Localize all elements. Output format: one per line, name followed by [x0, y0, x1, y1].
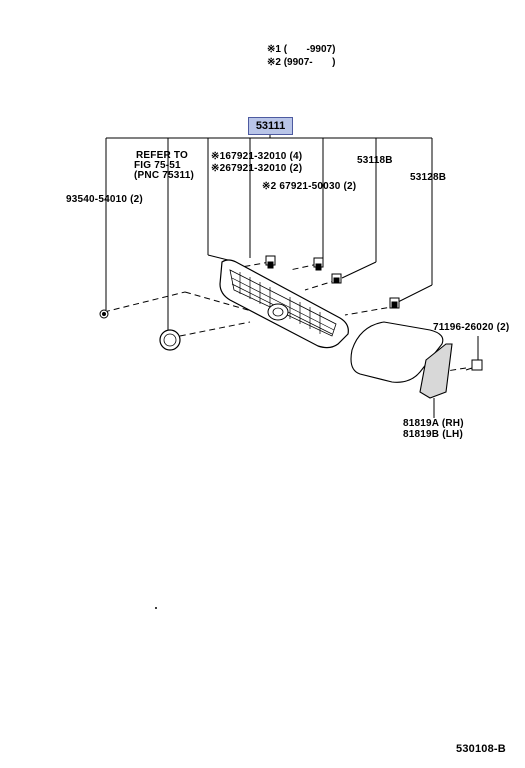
callout-67921-50030-2[interactable]: ※2 67921-50030 (2)	[262, 181, 357, 192]
clip-67921-50030	[313, 257, 324, 271]
callout-81819b[interactable]: 81819B (LH)	[403, 429, 463, 440]
emblem-part	[159, 329, 181, 351]
note-line-1: ※1 ( -9907)	[267, 44, 336, 55]
callout-67921-32010-2[interactable]: ※267921-32010 (2)	[211, 163, 303, 174]
footer-code: 530108-B	[456, 743, 506, 755]
stray-dot	[155, 607, 157, 609]
note-line-2: ※2 (9907- )	[267, 57, 336, 68]
callout-53128b[interactable]: 53128B	[410, 172, 447, 183]
refer-line-1: REFER TO	[136, 150, 188, 161]
callout-81819a[interactable]: 81819A (RH)	[403, 418, 464, 429]
clip-53128b	[389, 297, 400, 309]
callout-67921-32010-4[interactable]: ※167921-32010 (4)	[211, 151, 303, 162]
radiator-grille	[219, 259, 349, 349]
clip-53118b	[331, 273, 342, 284]
refer-line-3: (PNC 75311)	[134, 170, 195, 181]
callout-53118b[interactable]: 53118B	[357, 155, 393, 166]
callout-93540-54010[interactable]: 93540-54010 (2)	[66, 194, 143, 205]
screw-93540	[99, 309, 109, 319]
part-53111-highlight[interactable]: 53111	[248, 117, 293, 135]
screw-71196	[465, 359, 483, 371]
side-molding	[350, 321, 453, 399]
callout-71196-26020[interactable]: 71196-26020 (2)	[433, 322, 510, 333]
refer-line-2: FIG 75-51	[134, 160, 181, 171]
clip-67921-32010	[265, 255, 276, 269]
